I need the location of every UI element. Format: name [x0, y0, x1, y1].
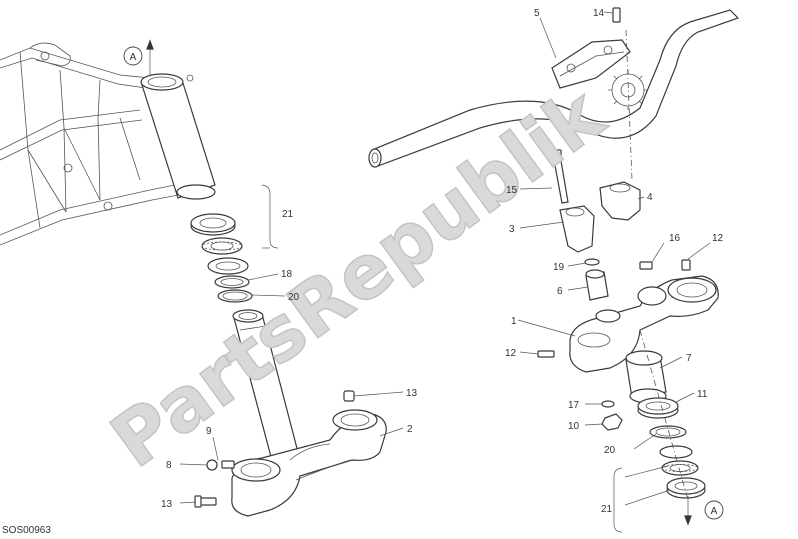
callout-5: 5: [534, 8, 540, 19]
callout-14: 14: [593, 8, 605, 19]
steering-stem-left: [194, 309, 387, 517]
callout-4: 4: [647, 192, 653, 203]
frame-drawing: [0, 39, 216, 246]
callout-13: 13: [406, 388, 418, 399]
callout-19: 19: [553, 262, 565, 273]
callout-21: 21: [601, 504, 613, 515]
callout-20: 20: [288, 292, 300, 303]
callout-7: 7: [686, 353, 692, 364]
callout-18: 18: [281, 269, 293, 280]
callout-16: 16: [669, 233, 681, 244]
callout-8: 8: [166, 460, 172, 471]
callout-12: 12: [505, 348, 517, 359]
callout-2: 2: [407, 424, 413, 435]
callout-1: 1: [511, 316, 517, 327]
riser-parts: [549, 149, 691, 301]
handlebar-assembly: [368, 7, 740, 181]
view-marker-a-bottom: A: [704, 500, 724, 520]
callout-9: 9: [206, 426, 212, 437]
gear-icon: [608, 70, 648, 110]
callout-13: 13: [161, 499, 173, 510]
callout-11: 11: [697, 389, 708, 400]
view-marker-label: A: [711, 506, 718, 517]
callout-15: 15: [506, 185, 518, 196]
view-marker-label: A: [130, 52, 137, 63]
callout-17: 17: [568, 400, 580, 411]
lower-bearing-stack-left: [190, 184, 279, 303]
diagram-code: SOS00963: [2, 525, 51, 536]
view-marker-a-top: A: [123, 46, 143, 66]
callout-3: 3: [509, 224, 515, 235]
callouts: 5 14 4 15 3 16 12 19 6 1 12 7 11 17 10 2…: [161, 8, 724, 515]
callout-21: 21: [282, 209, 294, 220]
callout-6: 6: [557, 286, 563, 297]
leader-lines: [179, 11, 711, 506]
callout-10: 10: [568, 421, 580, 432]
lower-bearing-stack-right: [613, 329, 706, 533]
callout-20: 20: [604, 445, 616, 456]
callout-12: 12: [712, 233, 724, 244]
